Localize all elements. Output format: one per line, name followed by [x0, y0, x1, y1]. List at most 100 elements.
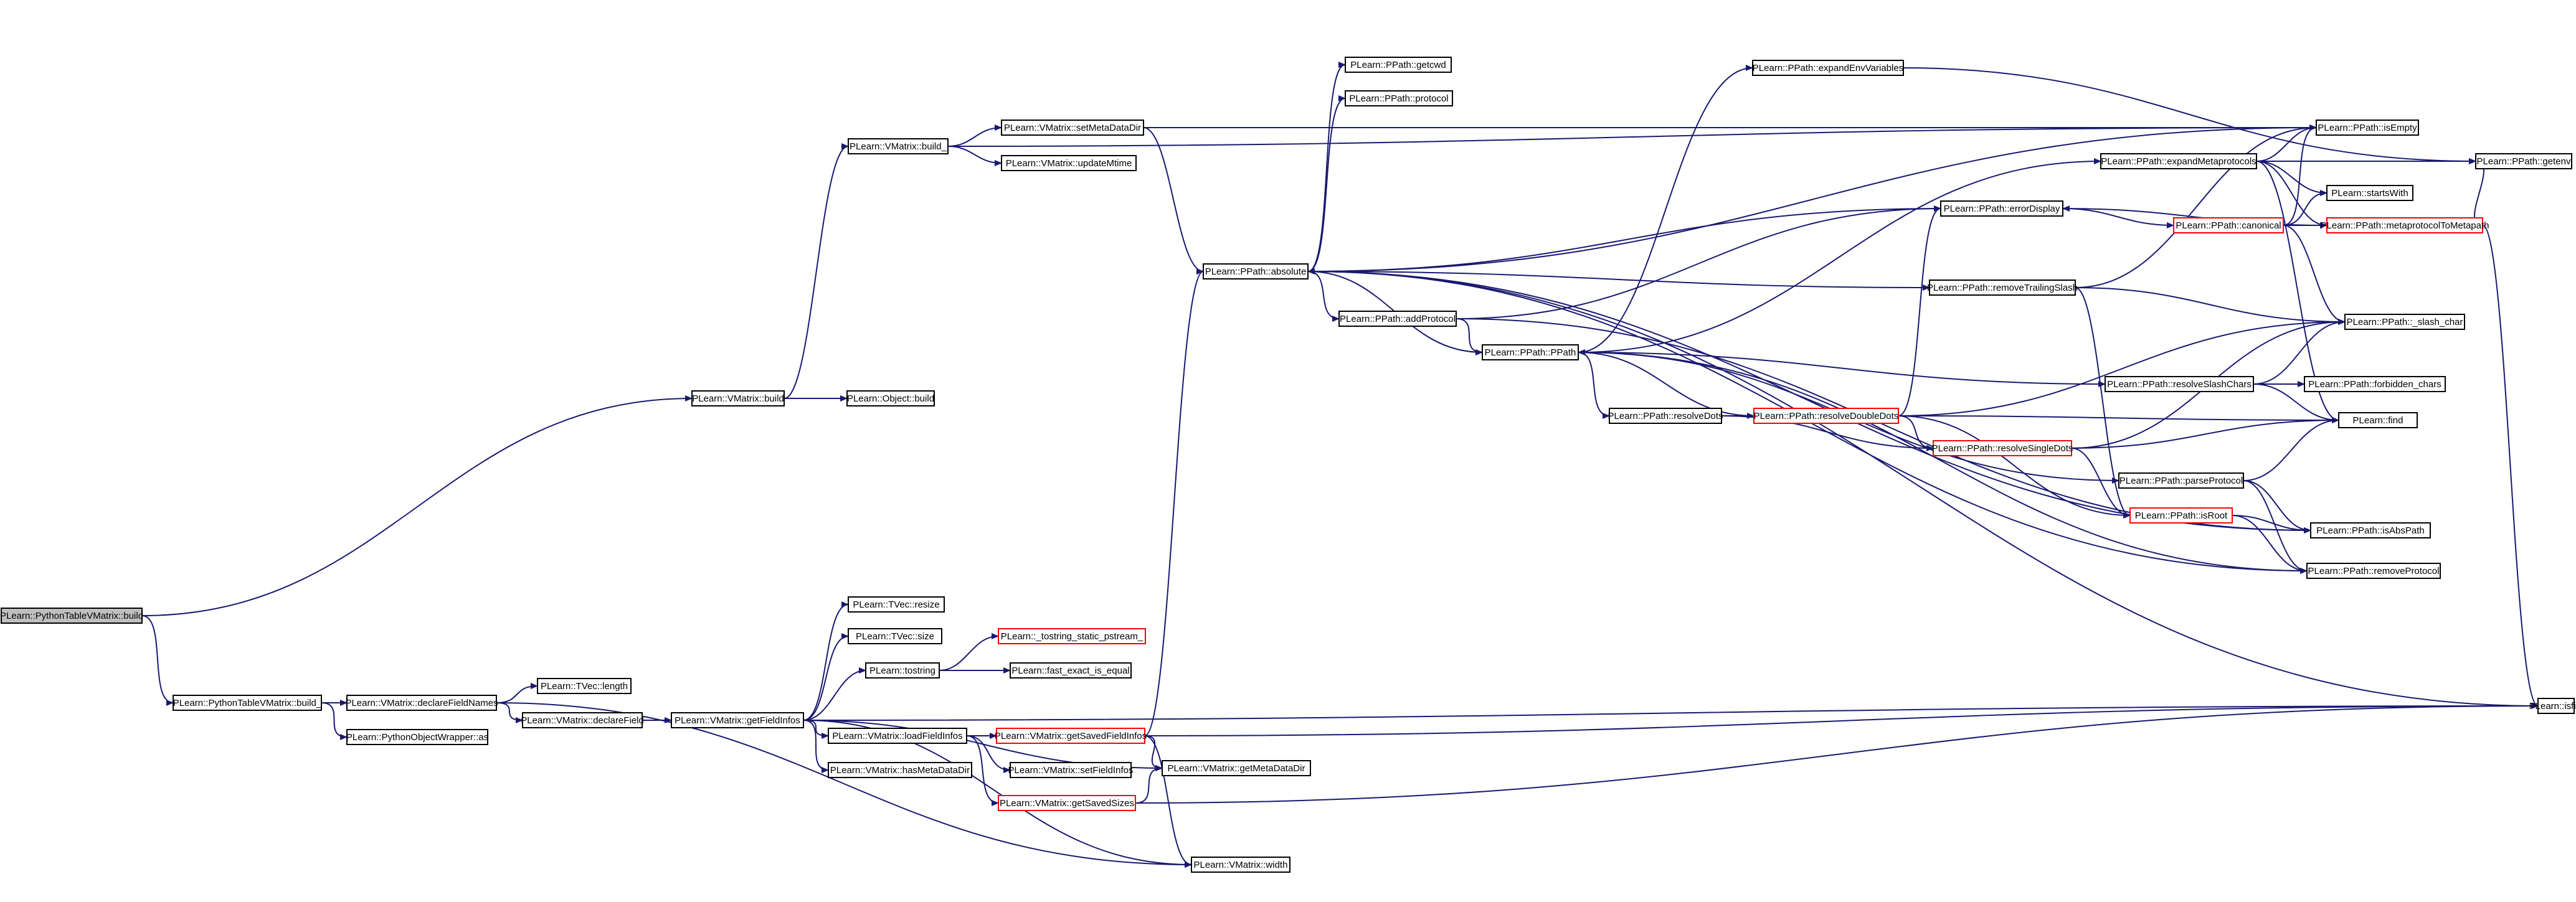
- node-find[interactable]: PLearn::find: [2338, 412, 2418, 428]
- node-pyobj-as[interactable]: PLearn::PythonObjectWrapper::as: [346, 729, 488, 745]
- node-declarefield[interactable]: PLearn::VMatrix::declareField: [521, 712, 644, 728]
- node-tvec-resize[interactable]: PLearn::TVec::resize: [848, 596, 945, 613]
- node-absolute[interactable]: PLearn::PPath::absolute: [1203, 263, 1309, 280]
- edge-ppath-to-resolvedots: [1578, 352, 1610, 419]
- edge-getsavedfieldinfos-to-isfile: [1144, 703, 2539, 736]
- node-isempty[interactable]: PLearn::PPath::isEmpty: [2316, 120, 2419, 136]
- node-parseprotocol[interactable]: PLearn::PPath::parseProtocol: [2118, 472, 2244, 489]
- node-expandmeta[interactable]: PLearn::PPath::expandMetaprotocols: [2100, 153, 2257, 169]
- node-setfieldinfos[interactable]: PLearn::VMatrix::setFieldInfos: [1008, 762, 1134, 778]
- node-box: [996, 728, 1145, 744]
- edge-parseprotocol-to-isabspath: [2243, 480, 2311, 533]
- node-getsavedsizes[interactable]: PLearn::VMatrix::getSavedSizes: [998, 795, 1136, 811]
- edge-removetrailingslash-to-isroot: [2075, 287, 2131, 519]
- node-tvec-length[interactable]: PLearn::TVec::length: [537, 678, 632, 694]
- node-slashchar[interactable]: PLearn::PPath::_slash_char: [2344, 314, 2465, 330]
- node-label: PLearn::startsWith: [2331, 188, 2408, 199]
- node-label: PLearn::PPath::isAbsPath: [2316, 525, 2424, 536]
- node-box: [848, 138, 949, 154]
- edge-absolute-to-addprotocol: [1307, 271, 1340, 322]
- node-loadfieldinfos[interactable]: PLearn::VMatrix::loadFieldInfos: [828, 728, 967, 744]
- node-metatometapath[interactable]: PLearn::PPath::metaprotocolToMetapath: [2321, 217, 2489, 233]
- edge-resolvedoubledots-to-ppath: [1578, 349, 1754, 416]
- edge-getfieldinfos-to-tvec_size: [803, 633, 849, 721]
- node-box: [2326, 217, 2483, 233]
- node-startswith[interactable]: PLearn::startsWith: [2326, 185, 2413, 201]
- node-label: PLearn::VMatrix::getMetaDataDir: [1168, 763, 1305, 774]
- node-label: PLearn::PPath::metaprotocolToMetapath: [2321, 220, 2489, 231]
- node-canonical[interactable]: PLearn::PPath::canonical: [2173, 217, 2284, 233]
- node-box: [998, 628, 1146, 644]
- node-updatemtime[interactable]: PLearn::VMatrix::updateMtime: [1001, 155, 1137, 171]
- node-box: [1753, 408, 1899, 424]
- node-resolvesingledots[interactable]: PLearn::PPath::resolveSingleDots: [1932, 440, 2073, 456]
- node-box: [848, 628, 942, 644]
- node-box: [828, 762, 972, 778]
- node-getmetadatadir[interactable]: PLearn::VMatrix::getMetaDataDir: [1162, 760, 1311, 776]
- edge-expandmeta-to-find: [2256, 161, 2339, 423]
- node-getsavedfieldinfos[interactable]: PLearn::VMatrix::getSavedFieldInfos: [995, 728, 1147, 744]
- node-box: [1929, 280, 2076, 296]
- edge-loadfieldinfos-to-getsavedsizes: [966, 735, 999, 806]
- node-box: [2304, 376, 2446, 392]
- edge-canonical-to-slashchar: [2283, 225, 2346, 325]
- node-tostring[interactable]: PLearn::tostring: [865, 662, 940, 679]
- node-ptvm-build[interactable]: PLearn::PythonTableVMatrix::build: [0, 608, 143, 624]
- node-getcwd[interactable]: PLearn::PPath::getcwd: [1345, 57, 1452, 73]
- edge-resolvedoubledots-to-resolvesingledots: [1898, 415, 1934, 451]
- node-removetrailingslash[interactable]: PLearn::PPath::removeTrailingSlash: [1927, 280, 2078, 296]
- node-protocol[interactable]: PLearn::PPath::protocol: [1345, 90, 1453, 106]
- edge-expandmeta-to-startswith: [2256, 161, 2327, 196]
- node-removeprotocol[interactable]: PLearn::PPath::removeProtocol: [2306, 563, 2441, 579]
- node-box: [2326, 185, 2413, 201]
- node-label: PLearn::VMatrix::build_: [850, 141, 947, 152]
- node-label: PLearn::VMatrix::setFieldInfos: [1008, 765, 1134, 776]
- node-getfieldinfos[interactable]: PLearn::VMatrix::getFieldInfos: [671, 712, 804, 728]
- edge-expandenv-to-getenv: [1903, 67, 2476, 164]
- node-label: PLearn::TVec::resize: [853, 599, 939, 610]
- node-tostring-pstream[interactable]: PLearn::_tostring_static_pstream_: [998, 628, 1146, 644]
- node-forbidden[interactable]: PLearn::PPath::forbidden_chars: [2304, 376, 2446, 392]
- node-getenv[interactable]: PLearn::PPath::getenv: [2475, 153, 2572, 169]
- node-label: PLearn::PPath::removeProtocol: [2308, 566, 2440, 576]
- node-vm-build[interactable]: PLearn::VMatrix::build: [691, 390, 785, 406]
- node-ppath[interactable]: PLearn::PPath::PPath: [1482, 344, 1579, 360]
- edge-resolvedoubledots-to-slashchar: [1898, 319, 2346, 416]
- node-ptvm-build-[interactable]: PLearn::PythonTableVMatrix::build_: [173, 695, 322, 711]
- node-box: [2344, 314, 2465, 330]
- node-box: [173, 695, 322, 711]
- node-box: [2105, 376, 2254, 392]
- node-fast-exact[interactable]: PLearn::fast_exact_is_equal: [1010, 662, 1132, 679]
- node-label: PLearn::PPath::errorDisplay: [1944, 204, 2060, 214]
- node-isroot[interactable]: PLearn::PPath::isRoot: [2129, 507, 2233, 524]
- edge-vm_build-to-vm_build_: [784, 143, 849, 399]
- node-errordisplay[interactable]: PLearn::PPath::errorDisplay: [1940, 200, 2063, 217]
- node-label: PLearn::PPath::expandEnvVariables: [1753, 63, 1903, 73]
- node-isfile[interactable]: PLearn::isfile: [2529, 698, 2576, 714]
- node-label: PLearn::PPath::isEmpty: [2318, 123, 2417, 133]
- node-resolveslashchars[interactable]: PLearn::PPath::resolveSlashChars: [2105, 376, 2254, 392]
- node-box: [346, 729, 488, 745]
- edge-canonical-to-isempty: [2283, 124, 2317, 226]
- node-vm-build-[interactable]: PLearn::VMatrix::build_: [848, 138, 949, 154]
- node-resolvedoubledots[interactable]: PLearn::PPath::resolveDoubleDots: [1753, 408, 1899, 424]
- node-obj-build[interactable]: PLearn::Object::build: [846, 390, 935, 406]
- node-tvec-size[interactable]: PLearn::TVec::size: [848, 628, 942, 644]
- node-expandenv[interactable]: PLearn::PPath::expandEnvVariables: [1752, 60, 1904, 76]
- node-box: [2537, 698, 2575, 714]
- edge-errordisplay-to-canonical: [2062, 208, 2174, 228]
- node-label: PLearn::PPath::resolveDoubleDots: [1754, 411, 1899, 421]
- node-hasmetadatadir[interactable]: PLearn::VMatrix::hasMetaDataDir: [828, 762, 972, 778]
- node-width[interactable]: PLearn::VMatrix::width: [1191, 857, 1290, 873]
- node-label: PLearn::PPath::removeTrailingSlash: [1927, 283, 2078, 293]
- node-label: PLearn::PPath::resolveDots: [1608, 411, 1723, 421]
- edge-tostring-to-tostring_pstream: [939, 633, 999, 671]
- node-layer: PLearn::PythonTableVMatrix::buildPLearn:…: [0, 57, 2576, 873]
- node-box: [1203, 263, 1309, 280]
- node-resolvedots[interactable]: PLearn::PPath::resolveDots: [1608, 408, 1723, 424]
- node-addprotocol[interactable]: PLearn::PPath::addProtocol: [1338, 311, 1457, 327]
- edge-getsavedfieldinfos-to-absolute: [1144, 268, 1204, 736]
- node-setmetadatadir[interactable]: PLearn::VMatrix::setMetaDataDir: [1001, 120, 1144, 136]
- node-declarefieldnames[interactable]: PLearn::VMatrix::declareFieldNames: [345, 695, 498, 711]
- node-isabspath[interactable]: PLearn::PPath::isAbsPath: [2310, 522, 2431, 538]
